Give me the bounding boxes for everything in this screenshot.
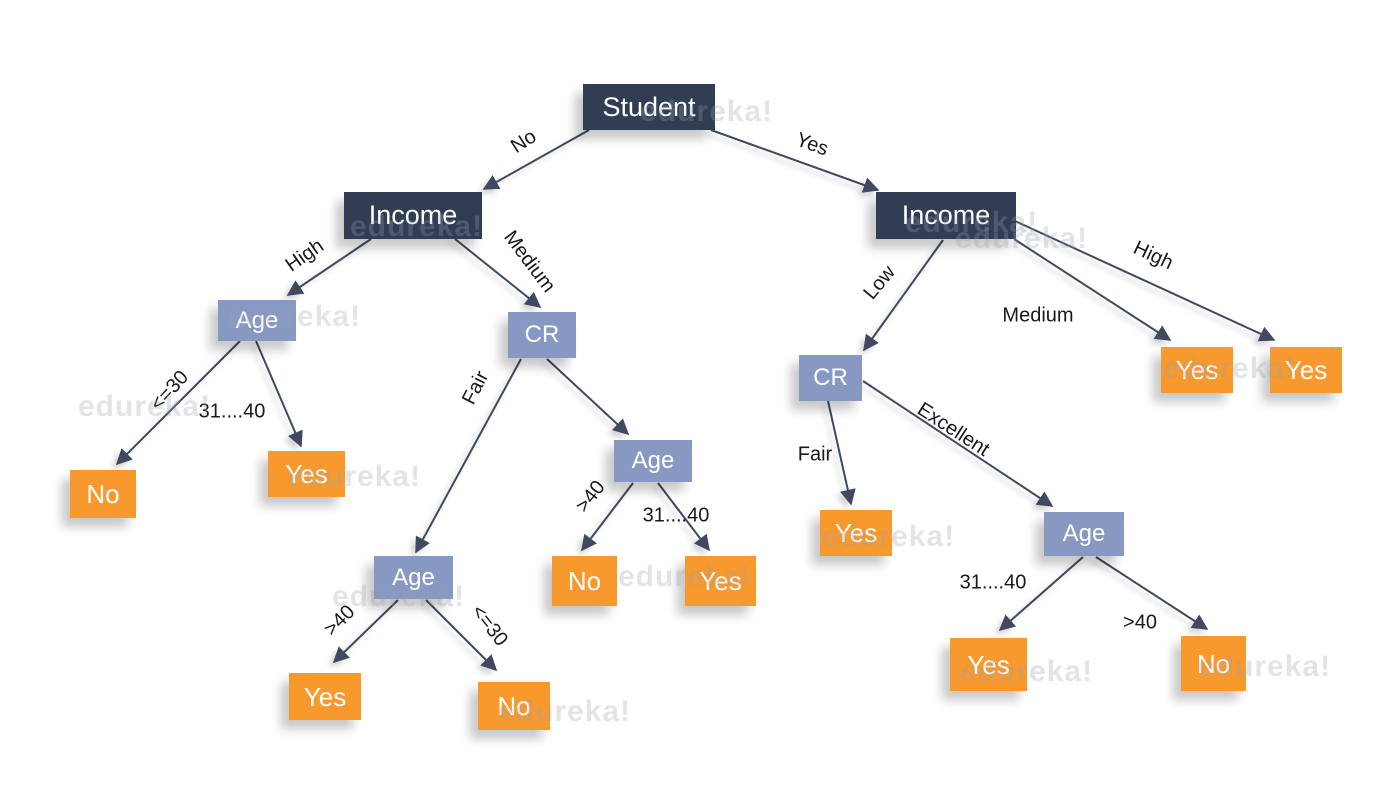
edge-ageHigh-3140 [255,340,303,448]
edge-student-yes [710,129,880,193]
edge-label-ageHigh-le30: <=30 [146,366,194,415]
edge-label-student-yes: Yes [793,128,832,161]
edge-label-ageMid-gt40: >40 [571,476,610,517]
node-label: CR [813,364,848,391]
node-label: Yes [834,518,878,548]
node-label: Yes [1175,355,1219,385]
node-label: Age [1062,520,1106,547]
node-label: CR [524,321,560,348]
edge-label-ageHigh-3140: 31....40 [198,400,266,423]
edge-label-incomeR-low: Low [859,261,900,304]
node-cr-right: CR [799,355,862,401]
edge-label-crR-excellent: Excellent [913,398,994,461]
node-yes-fair-gt40: Yes [289,673,361,720]
node-label: Age [235,306,279,334]
node-age-high: Age [218,300,296,341]
edge-label-student-no: No [507,125,541,158]
node-age-mid: Age [614,440,692,482]
node-label: No [567,566,602,596]
edge-label-ageR-3140: 31....40 [959,571,1027,594]
node-yes-high: Yes [268,451,345,497]
node-label: Yes [1284,355,1328,385]
node-no-gt40-right: No [1181,636,1246,691]
node-age-right: Age [1044,512,1124,556]
node-income-left: Income [344,192,482,239]
node-label: Yes [285,459,328,489]
node-label: No [497,691,531,721]
edge-label-crR-fair: Fair [797,443,833,466]
node-no-fair-le30: No [478,682,550,730]
node-age-fair: Age [374,556,453,599]
edge-label-ageFair-le30: <=30 [466,600,513,651]
node-no-high: No [70,470,136,518]
node-no-mid-gt40: No [552,556,617,606]
node-yes-medium: Yes [1161,347,1233,393]
node-label: Income [901,200,991,230]
edge-label-incomeR-medium: Medium [1002,304,1074,327]
node-student: Student [583,84,715,130]
node-yes-3140-right: Yes [950,638,1027,691]
node-label: Age [392,563,435,591]
node-label: Yes [303,681,347,712]
edge-label-crL-fair: Fair [457,367,494,409]
node-label: Income [368,200,458,230]
node-label: No [1196,648,1231,679]
node-cr-left: CR [508,312,576,358]
node-label: Yes [967,649,1010,680]
edge-label-incomeL-high: High [281,234,328,277]
edge-label-incomeL-medium: Medium [499,226,560,297]
node-label: No [86,479,120,509]
node-label: Student [602,91,696,122]
node-yes-fair-right: Yes [820,510,892,556]
edge-label-ageFair-gt40: >40 [319,600,360,641]
node-income-right: Income [876,192,1016,239]
edge-label-ageMid-3140: 31....40 [642,504,710,527]
watermark: edureka! [78,390,212,423]
node-yes-high-right: Yes [1270,347,1342,393]
node-label: Yes [699,566,742,596]
edge-label-incomeR-high: High [1129,236,1177,275]
node-label: Age [631,447,675,474]
edge-label-ageR-gt40: >40 [1123,611,1157,634]
edge-crL-age [546,358,630,436]
node-yes-mid-3140: Yes [685,556,756,606]
